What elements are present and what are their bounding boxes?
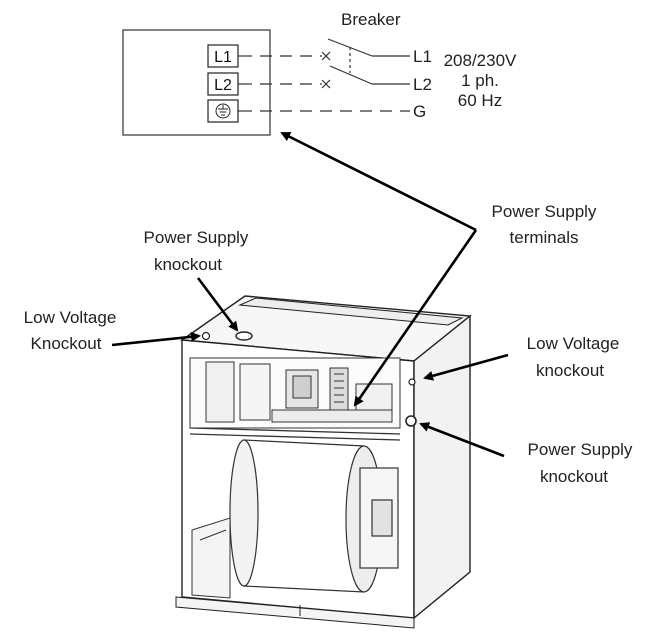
terminal-l2-label: L2 bbox=[214, 77, 232, 94]
knockout-power-supply-side bbox=[405, 415, 417, 427]
breaker-label: Breaker bbox=[341, 10, 401, 29]
power-supply-knockout-right-label-2: knockout bbox=[540, 467, 608, 486]
line-l2-label: L2 bbox=[413, 75, 432, 94]
power-supply-knockout-top-label-2: knockout bbox=[154, 255, 222, 274]
low-voltage-knockout-right-label-1: Low Voltage bbox=[527, 334, 620, 353]
knockout-power-supply-top bbox=[235, 331, 253, 341]
power-supply-terminal-block bbox=[329, 367, 349, 413]
low-voltage-knockout-left-label-1: Low Voltage bbox=[24, 308, 117, 327]
power-supply-terminals-label-2: terminals bbox=[510, 228, 579, 247]
low-voltage-knockout-right-label-2: knockout bbox=[536, 361, 604, 380]
power-supply-terminals-label-1: Power Supply bbox=[492, 202, 597, 221]
knockout-low-voltage-top bbox=[201, 331, 211, 341]
callout-arrows bbox=[111, 131, 509, 458]
bracket bbox=[191, 517, 231, 599]
supply-phase: 1 ph. bbox=[461, 71, 499, 90]
supply-voltage: 208/230V bbox=[444, 51, 517, 70]
low-voltage-knockout-left-label-2: Knockout bbox=[31, 334, 102, 353]
power-supply-knockout-right-label-1: Power Supply bbox=[528, 440, 633, 459]
terminal-l1: L1 bbox=[207, 44, 239, 68]
line-g-label: G bbox=[413, 102, 426, 121]
blower-wheel bbox=[229, 439, 399, 593]
power-supply-knockout-top-label-1: Power Supply bbox=[144, 228, 249, 247]
ground-symbol-icon bbox=[207, 99, 239, 123]
breaker-switch-icon bbox=[321, 38, 373, 89]
terminal-box bbox=[122, 29, 271, 136]
terminal-l1-label: L1 bbox=[214, 49, 232, 66]
line-l1-label: L1 bbox=[413, 47, 432, 66]
knockout-low-voltage-side bbox=[408, 378, 416, 386]
terminal-l2: L2 bbox=[207, 72, 239, 96]
supply-frequency: 60 Hz bbox=[458, 91, 502, 110]
control-compartment bbox=[189, 357, 401, 441]
